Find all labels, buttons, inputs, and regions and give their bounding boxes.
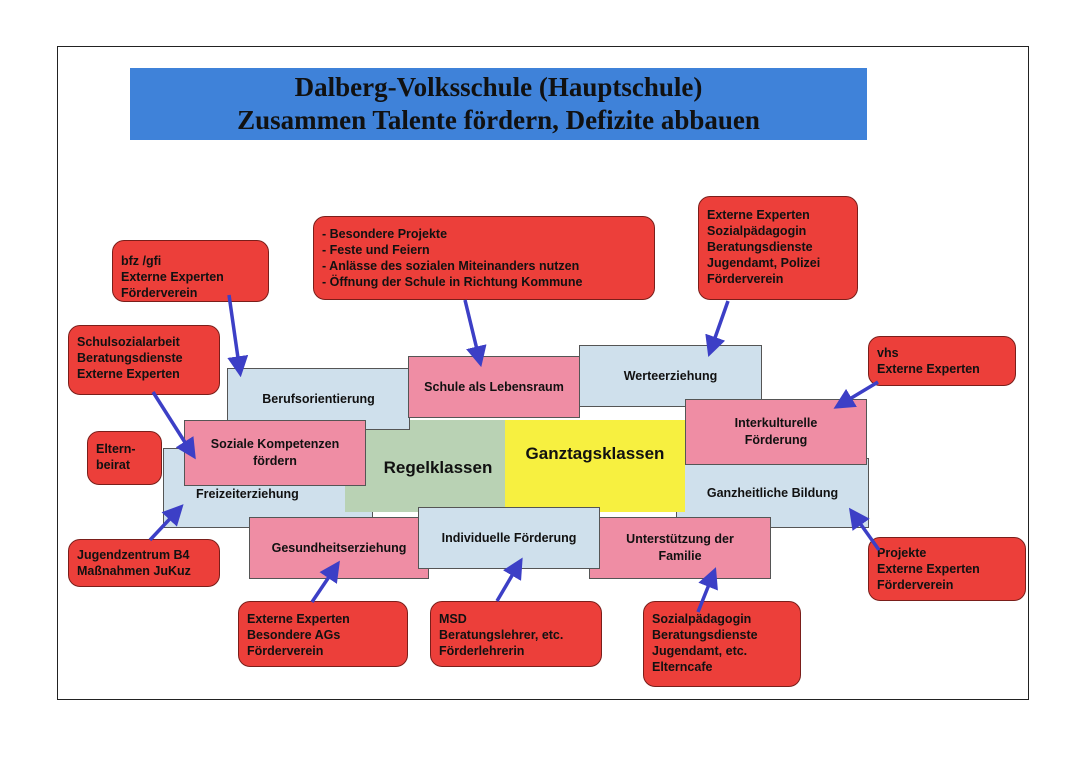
area-interkulturelle-foerderung: Interkulturelle Förderung xyxy=(685,399,867,465)
partner-bfz: bfz /gfi Externe Experten Förderverein xyxy=(112,240,269,302)
page-frame xyxy=(57,46,1029,700)
ganztagsklassen-label: Ganztagsklassen xyxy=(525,444,665,463)
arrow-vhs xyxy=(833,380,879,409)
arrow-externe-bottom xyxy=(310,560,340,603)
partner-bfz-line: Externe Experten xyxy=(121,270,224,284)
area-schule-label: Schule als Lebensraum xyxy=(424,380,564,394)
arrow-sozial-bottom xyxy=(696,567,718,613)
partner-externe-line: Förderverein xyxy=(707,272,784,286)
partner-bfz-line: bfz /gfi xyxy=(121,254,162,268)
area-individuelle-foerderung: Individuelle Förderung xyxy=(418,507,600,569)
area-interkulturelle-line-1: Interkulturelle xyxy=(734,416,818,430)
partner-schulsozial-line: Beratungsdienste xyxy=(77,351,183,365)
partner-jugend-line: Maßnahmen JuKuz xyxy=(77,564,191,578)
area-unterstuetzung-familie: Unterstützung der Familie xyxy=(589,517,771,579)
partner-msd: MSD Beratungslehrer, etc. Förderlehrerin xyxy=(430,601,602,667)
partner-projekte-line: - Öffnung der Schule in Richtung Kommune xyxy=(322,275,583,289)
partner-externe-bottom-line: Förderverein xyxy=(247,644,324,658)
arrow-schulsozialarbeit xyxy=(151,391,196,460)
area-berufsorientierung-label: Berufsorientierung xyxy=(262,392,375,406)
partner-schulsozialarbeit: Schulsozialarbeit Beratungsdienste Exter… xyxy=(68,325,220,395)
title-line-1: Dalberg-Volksschule (Hauptschule) xyxy=(294,72,703,102)
partner-jugend-line: Jugendzentrum B4 xyxy=(77,548,190,562)
partner-sozial-bottom-line: Elterncafe xyxy=(652,660,713,674)
partner-externe-bottom: Externe Experten Besondere AGs Förderver… xyxy=(238,601,408,667)
partner-elternbeirat: Eltern- beirat xyxy=(87,431,162,485)
area-interkulturelle-line-2: Förderung xyxy=(744,433,808,447)
partner-sozial-bottom-line: Beratungsdienste xyxy=(652,628,758,642)
partner-externe-line: Jugendamt, Polizei xyxy=(707,256,821,270)
area-gesundheit-label: Gesundheitserziehung xyxy=(271,541,407,555)
partner-msd-line: Beratungslehrer, etc. xyxy=(439,628,564,642)
area-schule-als-lebensraum: Schule als Lebensraum xyxy=(408,356,580,418)
partner-externe-line: Externe Experten xyxy=(707,208,810,222)
partner-schulsozial-line: Externe Experten xyxy=(77,367,180,381)
arrow-externe-top xyxy=(705,300,730,357)
partner-eltern-line: Eltern- xyxy=(96,442,136,456)
partner-jugendzentrum: Jugendzentrum B4 Maßnahmen JuKuz xyxy=(68,539,220,587)
arrow-bfz xyxy=(227,294,249,378)
area-soziale-kompetenzen: Soziale Kompetenzen fördern xyxy=(184,420,366,486)
partner-projekte-line: - Feste und Feiern xyxy=(322,243,430,257)
partner-externe-bottom-line: Externe Experten xyxy=(247,612,350,626)
partner-msd-line: Förderlehrerin xyxy=(439,644,525,658)
partner-externe-line: Sozialpädagogin xyxy=(707,224,807,238)
partner-sozial-bottom-line: Sozialpädagogin xyxy=(652,612,752,626)
partner-sozialpaedagogin-bottom: Sozialpädagogin Beratungsdienste Jugenda… xyxy=(643,601,801,687)
partner-vhs: vhs Externe Experten xyxy=(868,336,1016,386)
area-familie-line-2: Familie xyxy=(658,549,702,563)
area-berufsorientierung: Berufsorientierung xyxy=(227,368,410,430)
partner-projekte-right-line: Externe Experten xyxy=(877,562,980,576)
area-werteerziehung-label: Werteerziehung xyxy=(623,369,718,383)
area-freizeiterziehung-label: Freizeiterziehung xyxy=(196,487,299,501)
arrow-projekte-right xyxy=(848,507,881,552)
area-individuelle-label: Individuelle Förderung xyxy=(441,531,577,545)
partner-projekte-right: Projekte Externe Experten Förderverein xyxy=(868,537,1026,601)
regelklassen-label: Regelklassen xyxy=(383,458,493,477)
partner-msd-line: MSD xyxy=(439,612,467,626)
partner-projekte-line: - Anlässe des sozialen Miteinanders nutz… xyxy=(322,259,580,273)
partner-projekte-right-line: Förderverein xyxy=(877,578,954,592)
partner-sozial-bottom-line: Jugendamt, etc. xyxy=(652,644,748,658)
partner-externe-line: Beratungsdienste xyxy=(707,240,813,254)
partner-vhs-line: vhs xyxy=(877,346,899,360)
area-ganzheitliche-bildung: Ganzheitliche Bildung xyxy=(676,458,869,528)
partner-schulsozial-line: Schulsozialarbeit xyxy=(77,335,180,349)
regelklassen-block: Regelklassen xyxy=(345,420,505,512)
partner-bfz-line: Förderverein xyxy=(121,286,198,300)
area-familie-line-1: Unterstützung der xyxy=(626,532,734,546)
area-soziale-line-1: Soziale Kompetenzen xyxy=(210,437,340,451)
title-line-2: Zusammen Talente fördern, Defizite abbau… xyxy=(237,105,760,135)
ganztagsklassen-block: Ganztagsklassen xyxy=(505,420,685,512)
partner-projekte-line: - Besondere Projekte xyxy=(322,227,448,241)
partner-externe-top: Externe Experten Sozialpädagogin Beratun… xyxy=(698,196,858,300)
area-werteerziehung: Werteerziehung xyxy=(579,345,762,407)
arrow-projekte xyxy=(463,299,487,368)
arrow-jugendzentrum xyxy=(148,504,184,542)
partner-vhs-line: Externe Experten xyxy=(877,362,980,376)
area-soziale-line-2: fördern xyxy=(253,454,297,468)
partner-eltern-line: beirat xyxy=(96,458,131,472)
area-ganzheitliche-label: Ganzheitliche Bildung xyxy=(706,486,839,500)
partner-projekte-top: - Besondere Projekte - Feste und Feiern … xyxy=(313,216,655,300)
partner-externe-bottom-line: Besondere AGs xyxy=(247,628,341,642)
partner-projekte-right-line: Projekte xyxy=(877,546,927,560)
title-banner: Dalberg-Volksschule (Hauptschule) Zusamm… xyxy=(130,68,867,140)
arrow-msd xyxy=(495,557,523,602)
